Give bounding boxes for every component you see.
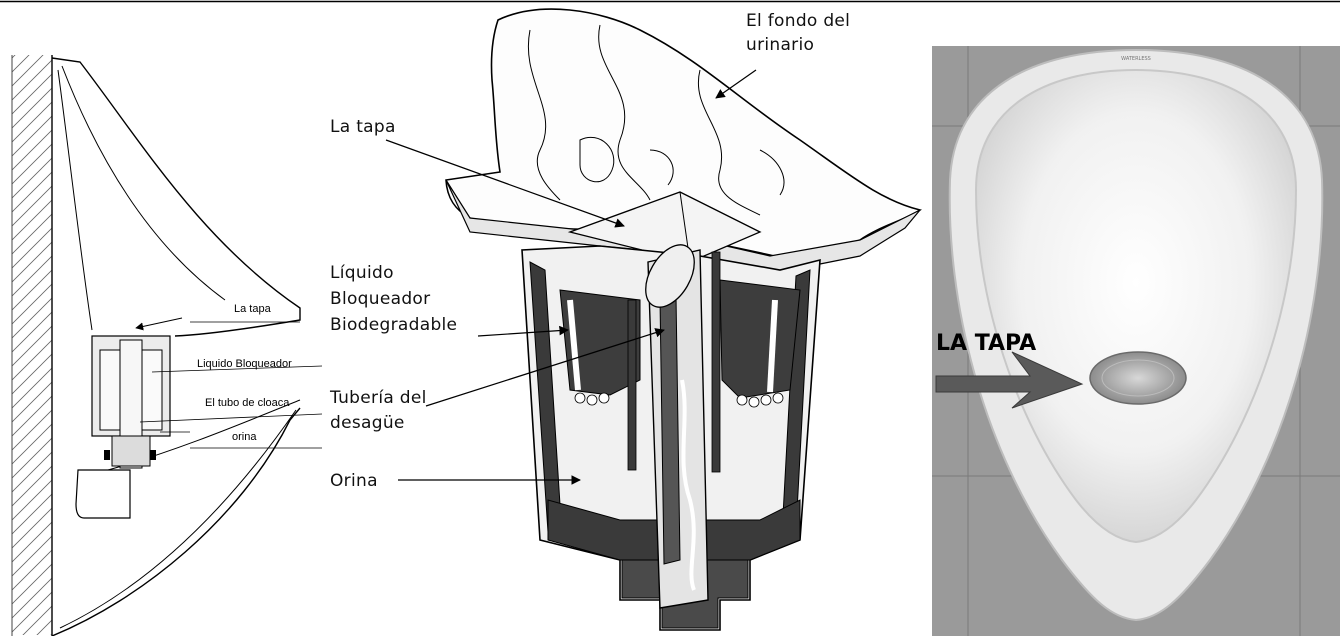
label-liquid-2: Bloqueador xyxy=(330,289,430,309)
label-drain-1: Tubería del xyxy=(329,388,427,408)
photo-brand-mark: WATERLESS xyxy=(1121,56,1151,62)
label-lid: La tapa xyxy=(330,117,396,137)
photo-label-lid: LA TAPA xyxy=(936,331,1036,356)
urinal-photo: WATERLESS LA TAPA xyxy=(932,46,1340,636)
label-liquid-1: Líquido xyxy=(330,263,394,283)
wall xyxy=(12,55,52,635)
label-drain-2: desagüe xyxy=(330,413,405,433)
label-urine: Orina xyxy=(330,471,378,491)
label-urinal-bottom-2: urinario xyxy=(746,35,814,55)
center-cutaway-diagram: El fondo del urinario La tapa Líquido Bl… xyxy=(329,9,920,630)
left-label-urine: orina xyxy=(232,431,257,443)
left-drain-elbow xyxy=(76,470,130,518)
left-label-liquid: Liquido Bloqueador xyxy=(197,358,292,370)
left-side-section-diagram: La tapa Liquido Bloqueador El tubo de cl… xyxy=(12,55,322,636)
label-urinal-bottom-1: El fondo del xyxy=(746,11,850,31)
left-label-sewer-pipe: El tubo de cloaca xyxy=(205,397,290,409)
label-liquid-3: Biodegradable xyxy=(330,315,457,335)
left-label-lid: La tapa xyxy=(234,303,272,315)
